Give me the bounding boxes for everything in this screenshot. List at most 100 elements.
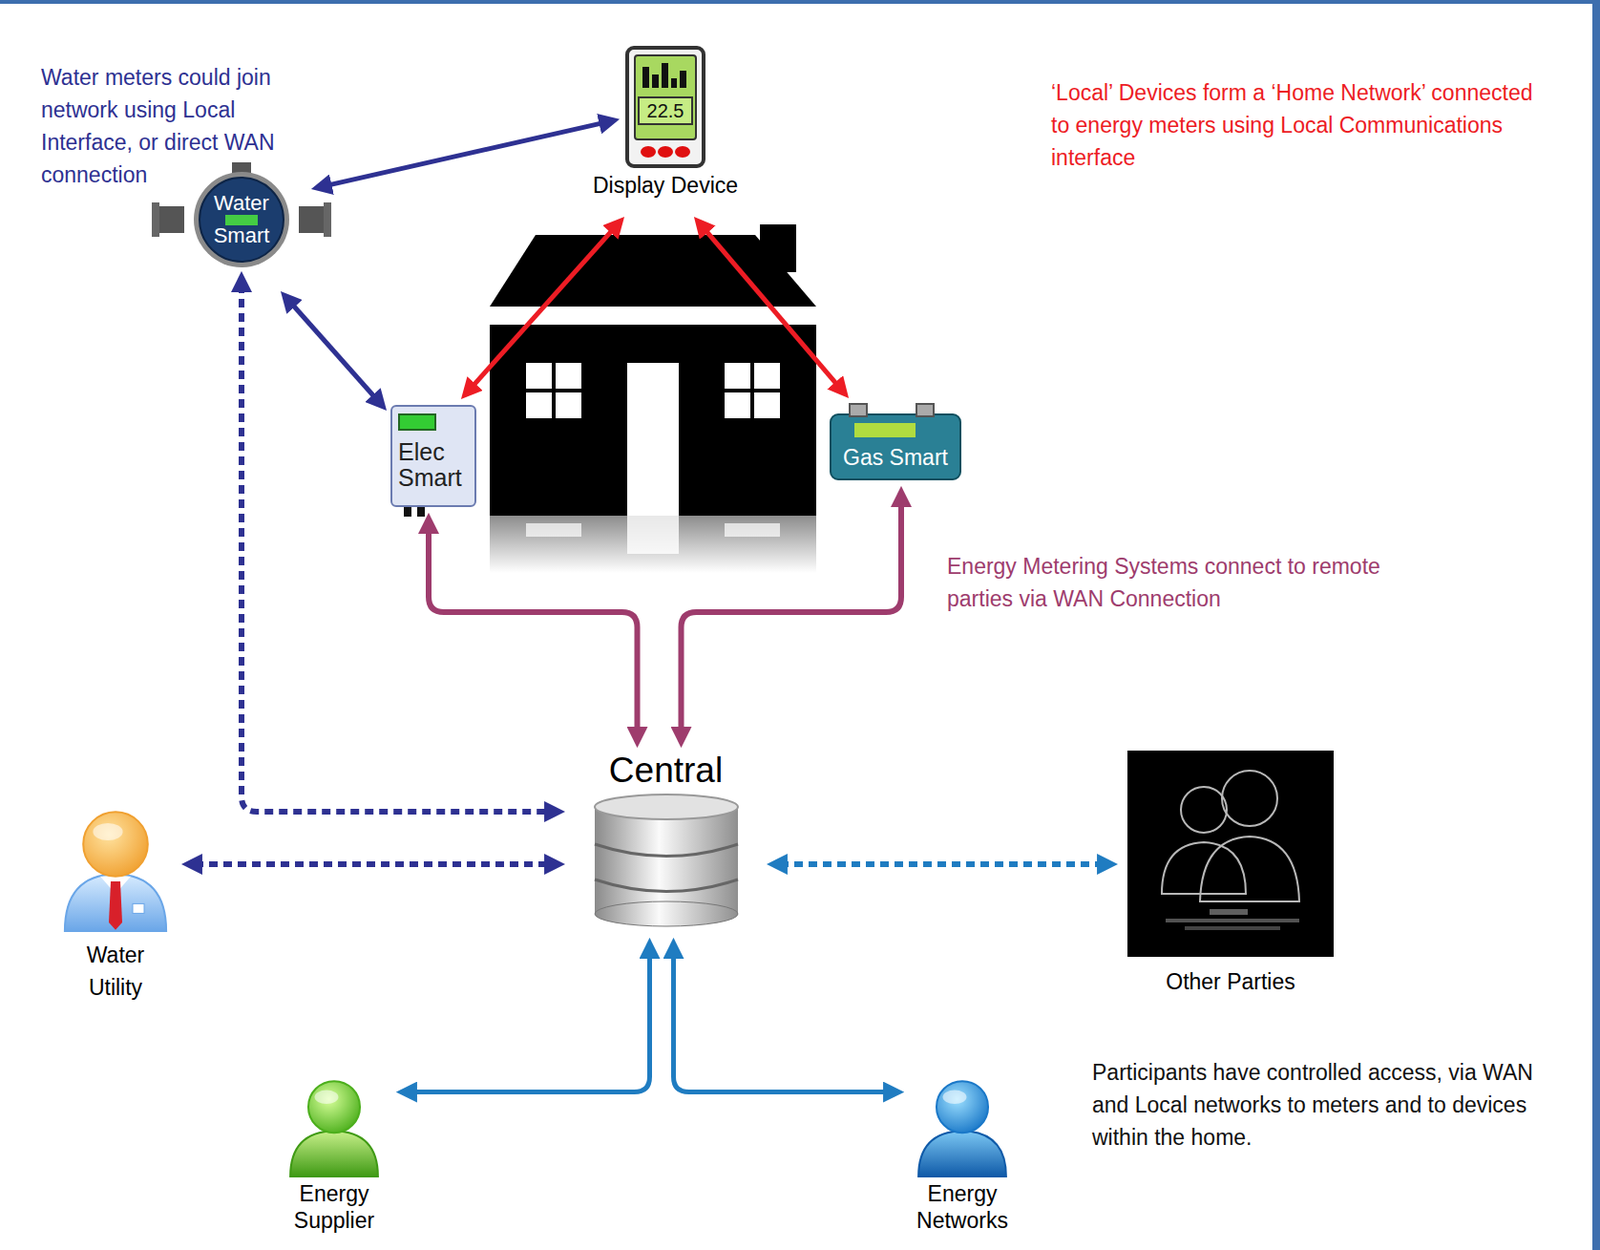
device-label: Display Device xyxy=(560,171,771,199)
people-icon xyxy=(1209,908,1248,915)
display-icon xyxy=(640,146,656,158)
display-icon xyxy=(679,70,687,88)
house-illustration xyxy=(489,234,817,307)
person-icon xyxy=(64,873,167,931)
water-meter-body xyxy=(155,206,185,233)
party-label: Other Parties xyxy=(1108,968,1353,995)
person-icon xyxy=(285,1076,383,1177)
water-meter-body xyxy=(195,173,288,266)
wan-note: Energy Metering Systems connect to remot… xyxy=(947,549,1396,615)
water-meter: Water Smart xyxy=(195,173,288,266)
display-icon xyxy=(627,47,704,167)
water-meter-body xyxy=(323,202,332,237)
house-illustration xyxy=(724,362,780,419)
meter-terminal xyxy=(403,506,412,517)
house-illustration xyxy=(489,224,817,573)
dashed-connector xyxy=(241,284,552,812)
other-parties: Other Parties xyxy=(1127,750,1334,957)
people-icon xyxy=(1161,842,1246,894)
house-illustration xyxy=(526,523,582,537)
display-reading: 22.5 xyxy=(638,97,693,125)
person-icon xyxy=(315,1090,339,1105)
people-icon xyxy=(1180,786,1227,833)
person-icon xyxy=(308,1080,360,1133)
people-icon xyxy=(1200,836,1300,902)
dashed-connector xyxy=(779,861,1105,867)
person-icon xyxy=(132,903,145,913)
connector xyxy=(681,499,903,735)
person-icon xyxy=(943,1090,968,1105)
central-database: Central xyxy=(572,749,759,930)
person-icon xyxy=(913,1076,1011,1177)
water-meter-body xyxy=(199,177,284,262)
house-illustration xyxy=(627,515,679,554)
display-icon xyxy=(652,74,659,88)
home-network-note: ‘Local’ Devices form a ‘Home Network’ co… xyxy=(1051,76,1538,174)
people-icon xyxy=(1127,750,1334,957)
people-icon xyxy=(1184,926,1281,930)
house-illustration xyxy=(489,515,817,573)
database-icon xyxy=(594,843,738,857)
person-icon xyxy=(59,806,172,931)
connector xyxy=(289,300,378,400)
house-illustration xyxy=(724,523,780,537)
house-illustration xyxy=(526,362,582,419)
electricity-meter: Elec Smart xyxy=(390,404,477,507)
database-icon xyxy=(594,901,738,927)
party-label: Energy Networks xyxy=(905,1179,1020,1234)
display-icon xyxy=(642,66,650,88)
database-icon xyxy=(594,806,738,914)
gas-pipe xyxy=(915,402,935,418)
person-icon xyxy=(290,1130,379,1177)
gas-meter: Gas Smart xyxy=(829,413,962,481)
people-icon xyxy=(1161,770,1300,902)
party-label: Water Utility xyxy=(58,938,173,1004)
party-label: Energy Supplier xyxy=(276,1179,392,1234)
meter-display xyxy=(398,413,437,431)
connector xyxy=(469,226,615,389)
display-icon xyxy=(674,146,691,158)
person-icon xyxy=(92,822,123,841)
house-illustration xyxy=(526,388,582,393)
energy-networks: Energy Networks xyxy=(913,1076,1011,1177)
display-icon xyxy=(661,63,669,88)
connector xyxy=(673,950,892,1093)
water-meter-body xyxy=(193,171,290,268)
connector xyxy=(409,950,651,1093)
house-illustration xyxy=(627,362,679,516)
database-icon xyxy=(594,794,738,820)
meter-label: Gas Smart xyxy=(837,443,954,471)
database-heading: Central xyxy=(572,749,759,792)
person-icon xyxy=(936,1080,989,1133)
water-meter-body xyxy=(151,202,160,237)
meter-display xyxy=(854,422,916,438)
display-icon xyxy=(638,97,693,125)
display-icon xyxy=(634,55,696,140)
energy-supplier: Energy Supplier xyxy=(285,1076,383,1177)
database-icon xyxy=(594,879,738,892)
house-illustration xyxy=(724,388,780,393)
person-icon xyxy=(83,811,148,877)
dashed-connector xyxy=(194,861,552,867)
display-device: 22.5Display Device xyxy=(625,45,706,169)
house-illustration xyxy=(1592,0,1600,1250)
house-illustration xyxy=(489,324,817,516)
people-icon xyxy=(1165,908,1300,930)
display-icon xyxy=(657,146,674,158)
access-note: Participants have controlled access, via… xyxy=(1092,1055,1575,1154)
people-icon xyxy=(1221,770,1278,826)
house-illustration xyxy=(0,0,1600,4)
connector xyxy=(702,227,841,389)
person-icon xyxy=(108,881,123,930)
connector xyxy=(428,526,638,735)
water-note: Water meters could join network using Lo… xyxy=(41,61,314,191)
people-icon xyxy=(1165,918,1300,923)
display-icon xyxy=(671,78,677,88)
water-utility: Water Utility xyxy=(59,806,172,931)
gas-pipe xyxy=(848,402,868,418)
database-icon xyxy=(589,791,743,930)
meter-label: Water Smart xyxy=(201,187,282,253)
person-icon xyxy=(918,1130,1007,1177)
